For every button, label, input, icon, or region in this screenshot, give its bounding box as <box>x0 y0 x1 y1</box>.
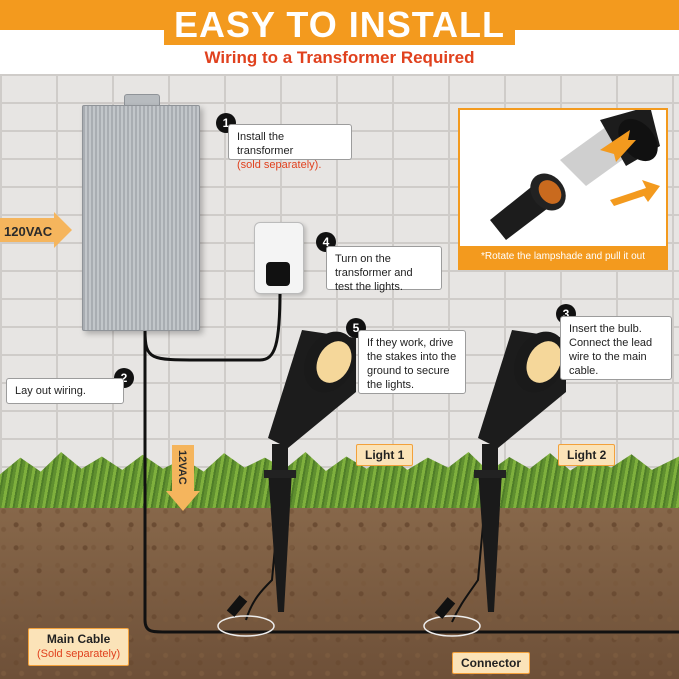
page-subtitle: Wiring to a Transformer Required <box>204 48 475 67</box>
step-3-callout: Insert the bulb. Connect the lead wire t… <box>560 316 672 380</box>
bulb-inset <box>458 108 668 270</box>
light-2-label: Light 2 <box>558 444 616 466</box>
inset-caption: *Rotate the lampshade and pull it out <box>460 246 666 268</box>
main-cable-label: Main Cable (Sold separately) <box>28 628 130 666</box>
step-1-callout: Install the transformer (sold separately… <box>228 124 352 171</box>
step-1-note: (sold separately). <box>237 159 322 171</box>
step-1-text: Install the transformer <box>237 131 294 157</box>
arrow-12vac-icon <box>166 445 200 511</box>
light-2-image <box>474 330 566 612</box>
step-2-callout: Lay out wiring. <box>6 378 124 404</box>
lampshade-rotation-image <box>490 110 660 240</box>
header: EASY TO INSTALL Wiring to a Transformer … <box>0 0 679 74</box>
page-title: EASY TO INSTALL <box>0 4 679 46</box>
main-cable-note: (Sold separately) <box>37 648 121 660</box>
title-text: EASY TO INSTALL <box>163 4 516 45</box>
arrow-120vac-icon <box>0 212 72 248</box>
transformer-image <box>82 105 200 331</box>
light-1-label: Light 1 <box>356 444 414 466</box>
main-cable-title: Main Cable <box>46 632 111 646</box>
label-120vac: 120VAC <box>4 224 53 239</box>
label-12vac: 12VAC <box>176 450 188 485</box>
connector-label: Connector <box>452 652 530 674</box>
plug-image <box>266 262 290 286</box>
step-4-callout: Turn on the transformer and test the lig… <box>326 246 442 293</box>
step-5-callout: If they work, drive the stakes into the … <box>358 330 466 394</box>
light-1-image <box>264 330 356 612</box>
